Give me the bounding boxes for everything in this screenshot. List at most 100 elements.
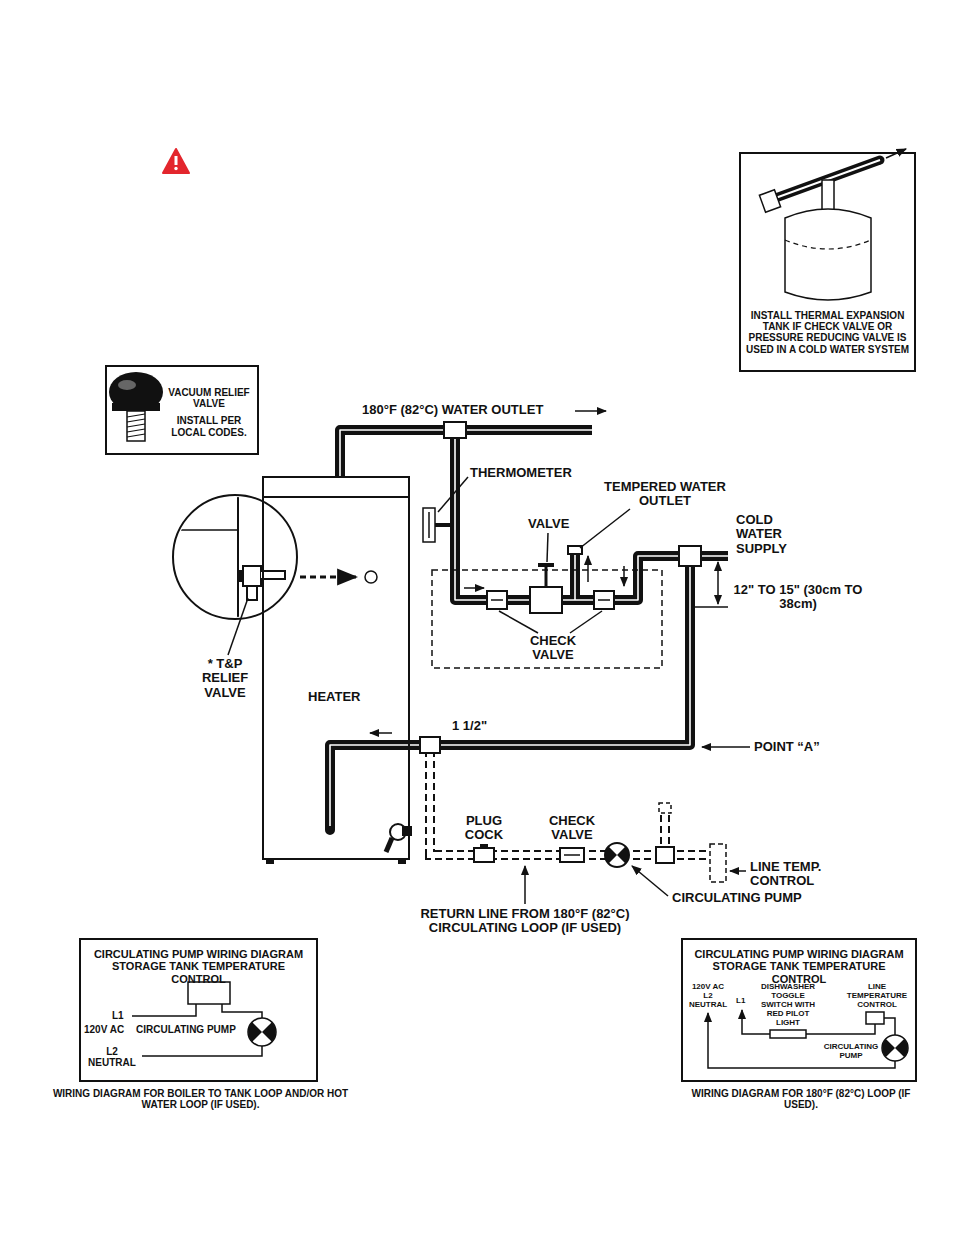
heater-details <box>398 860 406 864</box>
relief-valve-magnifier <box>173 495 297 619</box>
part-label: POINT “A” <box>754 740 854 754</box>
wiring-label: 120V AC <box>84 1024 134 1035</box>
box-heading: HEATER <box>308 690 404 705</box>
heater-tank: HEATER <box>262 476 410 860</box>
box-heading: VACUUM RELIEF VALVE <box>165 387 253 409</box>
piping <box>330 556 690 826</box>
wiring-diagram-left <box>132 1004 196 1016</box>
wiring-diagram-left <box>188 982 230 1004</box>
wiring-diagram-right <box>895 1039 908 1057</box>
arrows-and-leaders <box>570 611 602 633</box>
relief-valve-magnifier <box>247 586 257 600</box>
return-line-components <box>617 847 629 864</box>
expansion-tank-illustration <box>822 180 834 210</box>
arrows-and-leaders <box>587 556 589 582</box>
vacuum-relief-valve-illustration <box>127 414 145 437</box>
part-label: 180°F (82°C) WATER OUTLET <box>362 403 572 417</box>
pipe-fittings <box>435 523 450 527</box>
return-line-components <box>564 854 580 856</box>
part-label: RETURN LINE FROM 180°F (82°C) CIRCULATIN… <box>405 907 645 936</box>
wiring-label: 120V AC L2 NEUTRAL <box>687 982 729 1009</box>
arrows-and-leaders <box>695 606 728 608</box>
pipe-fittings <box>598 599 610 601</box>
arrows-and-leaders <box>524 866 526 904</box>
piping <box>570 552 580 600</box>
arrows-and-leaders <box>575 410 606 412</box>
relief-valve-magnifier <box>237 495 239 620</box>
vacuum-relief-valve-illustration <box>127 411 145 441</box>
pipe-fittings <box>545 566 548 587</box>
arrows-and-leaders <box>438 477 468 512</box>
vacuum-relief-valve-illustration <box>109 372 163 441</box>
part-label: VALVE <box>528 517 578 531</box>
caption-text: WIRING DIAGRAM FOR BOILER TO TANK LOOP A… <box>51 1088 350 1110</box>
return-line-components <box>480 844 488 848</box>
return-line-components <box>710 844 726 882</box>
vacuum-relief-valve-illustration <box>109 372 163 412</box>
box-heading: CIRCULATING PUMP WIRING DIAGRAM STORAGE … <box>87 948 310 985</box>
wiring-diagram-left <box>248 1022 262 1042</box>
part-label: 12" TO 15" (30cm TO 38cm) <box>733 583 863 612</box>
return-line-components <box>605 847 617 864</box>
arrows-and-leaders <box>580 509 630 548</box>
piping <box>455 430 728 600</box>
warning-icon <box>163 149 189 173</box>
part-label: PLUG COCK <box>456 814 512 843</box>
return-line-components <box>605 843 629 867</box>
pipe-fittings <box>444 422 466 438</box>
return-line-components <box>474 848 494 862</box>
return-line-components <box>474 803 726 882</box>
part-label: 1 1/2" <box>452 719 502 733</box>
return-line-components <box>659 803 671 813</box>
arrows-and-leaders <box>730 870 746 872</box>
part-label: COLD WATER SUPPLY <box>736 513 798 556</box>
wiring-diagram-right <box>806 1024 875 1034</box>
relief-valve-magnifier <box>175 529 238 531</box>
box-heading: INSTALL THERMAL EXPANSION TANK IF CHECK … <box>745 310 910 355</box>
arrows-and-leaders <box>702 746 750 748</box>
piping <box>330 556 690 830</box>
wiring-diagram-left <box>222 1004 262 1018</box>
arrows-and-leaders <box>499 611 538 633</box>
box-heading: CIRCULATING PUMP WIRING DIAGRAM STORAGE … <box>689 948 909 985</box>
pipe-fittings <box>679 546 701 566</box>
arrows-and-leaders <box>228 598 248 655</box>
part-label: TEMPERED WATER OUTLET <box>595 480 735 509</box>
wiring-label: L1 <box>112 1010 132 1021</box>
relief-valve-magnifier <box>261 571 285 579</box>
wiring-diagram-right <box>882 1039 895 1057</box>
inset-box: INSTALL THERMAL EXPANSION TANK IF CHECK … <box>739 152 916 372</box>
wiring-diagram-right <box>884 1018 895 1035</box>
relief-valve-magnifier <box>243 566 261 586</box>
part-label: THERMOMETER <box>470 466 590 480</box>
relief-valve-magnifier <box>175 495 285 620</box>
warning-icon <box>174 167 177 170</box>
arrows-and-leaders <box>623 566 625 586</box>
wiring-diagram-right <box>882 1035 908 1061</box>
wiring-diagram-left <box>142 1046 262 1056</box>
arrows-and-leaders <box>228 411 750 904</box>
heater-details <box>262 496 410 498</box>
wiring-label: DISHWASHER TOGGLE SWITCH WITH RED PILOT … <box>757 982 819 1027</box>
vacuum-relief-valve-illustration <box>118 380 136 390</box>
pipe-fittings <box>423 508 435 542</box>
wiring-diagram-right <box>708 1010 908 1068</box>
pipe-fittings <box>530 587 562 613</box>
warning-icon <box>175 156 178 165</box>
relief-valve-magnifier <box>365 571 377 583</box>
wiring-diagram-right <box>742 1010 770 1034</box>
arrows-and-leaders <box>547 533 548 562</box>
wiring-label: LINE TEMPERATURE CONTROL <box>846 982 908 1009</box>
return-line-components <box>560 848 584 862</box>
expansion-tank-illustration <box>785 209 871 300</box>
pipe-fittings <box>420 737 440 753</box>
wiring-diagram-left <box>262 1022 276 1042</box>
wiring-diagram-right <box>866 1012 884 1024</box>
wiring-diagram-left <box>248 1018 276 1046</box>
pipe-fittings <box>491 599 503 601</box>
wiring-diagram-right <box>770 1030 806 1038</box>
expansion-tank-illustration <box>759 149 906 300</box>
